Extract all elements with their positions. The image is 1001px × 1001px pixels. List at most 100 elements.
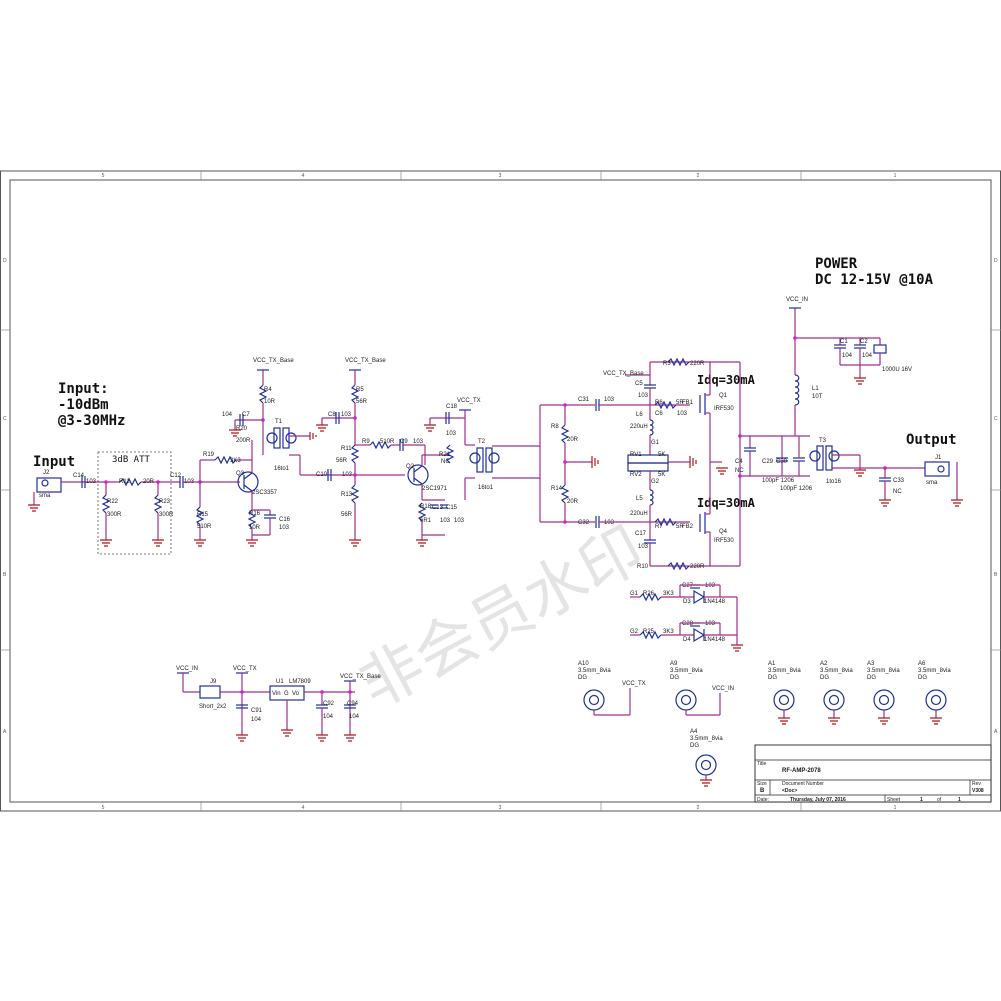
r20-label: R20 [236,426,248,432]
col-label-4-bottom: 4 [302,805,305,811]
c94-label: C94 [347,701,359,707]
hole-a9-dg: DG [670,675,679,681]
j1-value: sma [926,480,938,486]
r21-value: NC [441,459,450,465]
r9-value: 510R [380,439,395,445]
r4-label: R4 [264,387,272,393]
c16-label: C16 [279,517,291,523]
c18-value: 103 [446,431,457,437]
r6-label: R6 [655,400,663,406]
c5-value: 103 [638,393,649,399]
c8-label: C8 [328,412,336,418]
r8-value: 20R [567,437,579,443]
hole-a4-desc: 3.5mm_8via [690,736,723,742]
c91-label: C91 [251,708,263,714]
idq-bottom-note: Idq=30mA [697,496,756,510]
size-value: B [760,788,765,794]
r14-label: R14 [551,486,563,492]
input-stage: J2 sma C14 103 3dB ATT R12 20R R22 300R … [28,451,180,555]
c18-label: C18 [446,404,458,410]
c14-value: 103 [86,479,97,485]
r10-value: 220R [690,564,705,570]
r21-label: R21 [439,452,451,458]
size-label: Size [757,781,767,787]
c28-label: C28 [682,621,694,627]
r15-value: 510R [197,524,212,530]
g2-net-bias: G2 [630,629,639,635]
hole-a3-dg: DG [867,675,876,681]
r11-label: R11 [341,446,352,452]
hole-a6-desc: 3.5mm_8via [918,668,951,674]
r20-value: 200R [236,438,251,444]
vcc-in-net-1: VCC_IN [786,297,808,303]
c92-label: C92 [323,701,335,707]
regulator: VCC_IN J9 Short_2x2 VCC_TX C91 104 U1 LM… [176,666,381,742]
row-label-c: C [3,416,7,422]
output-stage: C31 103 C32 103 R8 20R R14 20R VCC_TX_Ba… [539,357,963,571]
u1-value: LM7809 [289,679,311,685]
col-label-1: 1 [894,173,897,179]
hole-a4-dg: DG [690,743,699,749]
col-label-3-bottom: 3 [499,805,502,811]
hole-a9-label: A9 [670,661,678,667]
c2-label: C2 [860,339,868,345]
input-freq: @3-30MHz [58,413,125,429]
rv2-value: 5K [658,472,665,478]
rv2-label: RV2 [630,472,642,478]
hole-a1-desc: 3.5mm_8via [768,668,801,674]
hole-a4-label: A4 [690,729,698,735]
r11-value: 56R [336,458,348,464]
c31-label: C31 [578,397,590,403]
c2-value: 104 [862,353,873,359]
c92-value: 104 [323,714,334,720]
bias-diodes: G1 R26 3K3 D3 1N4148 C27 103 G2 R25 3K3 … [630,583,743,652]
hole-a10-dg: DG [578,675,587,681]
r9-label: R9 [362,439,370,445]
sheet-label: Sheet [887,797,901,803]
c4-value: NC [735,468,744,474]
hole-a10: A10 3.5mm_8via DG VCC_TX [578,661,646,716]
d4-label: D4 [683,637,691,643]
j9-label: J9 [210,679,217,685]
vcc-tx-base-1: VCC_TX_Base [253,358,294,364]
row-label-d-right: D [994,258,998,264]
c27-value: 103 [705,583,716,589]
c32-value: 103 [604,520,615,526]
hole-a2: A2 3.5mm_8via DG [820,661,853,725]
input-port-label: Input [33,454,75,470]
row-label-a: A [3,729,7,735]
c13-label: C13 [432,505,444,511]
idq-top-note: Idq=30mA [697,373,756,387]
d3-value: 1N4148 [704,599,726,605]
hole-a1-dg: DG [768,675,777,681]
r13-value: 56R [341,512,353,518]
r4-value: 10R [264,399,276,405]
hole-a10-net: VCC_TX [622,681,646,687]
power-feed: VCC_IN L1 10T C1 104 C2 104 1000U 16V [786,297,912,436]
row-label-a-right: A [994,729,998,735]
c33-label: C33 [893,478,905,484]
c3-value: 1000U 16V [882,367,912,373]
q2-value: 2SC1971 [422,486,448,492]
row-label-b-right: B [994,572,998,578]
q4-value: IRF530 [714,538,734,544]
d3-label: D3 [683,599,691,605]
u1-vout-pin: Vo [292,691,300,697]
col-label-4: 4 [302,173,305,179]
r25-value: 3K3 [663,629,674,635]
d4-value: 1N4148 [704,637,726,643]
r13-label: R13 [341,492,353,498]
u1-vin-pin: Vin [272,691,281,697]
c94-value: 104 [349,714,360,720]
c27-label: C27 [682,583,694,589]
r25-label: R25 [643,629,655,635]
l5-value: 220uH [630,511,648,517]
c7-label: C7 [242,412,250,418]
r8-label: R8 [551,424,559,430]
j9-value: Short_2x2 [199,704,227,710]
title-label: Title [757,761,766,767]
l6-value: 220uH [630,424,648,430]
rv1-label: RV1 [630,452,642,458]
mounting-holes: A10 3.5mm_8via DG VCC_TX A9 3.5mm_8via D… [578,661,951,787]
